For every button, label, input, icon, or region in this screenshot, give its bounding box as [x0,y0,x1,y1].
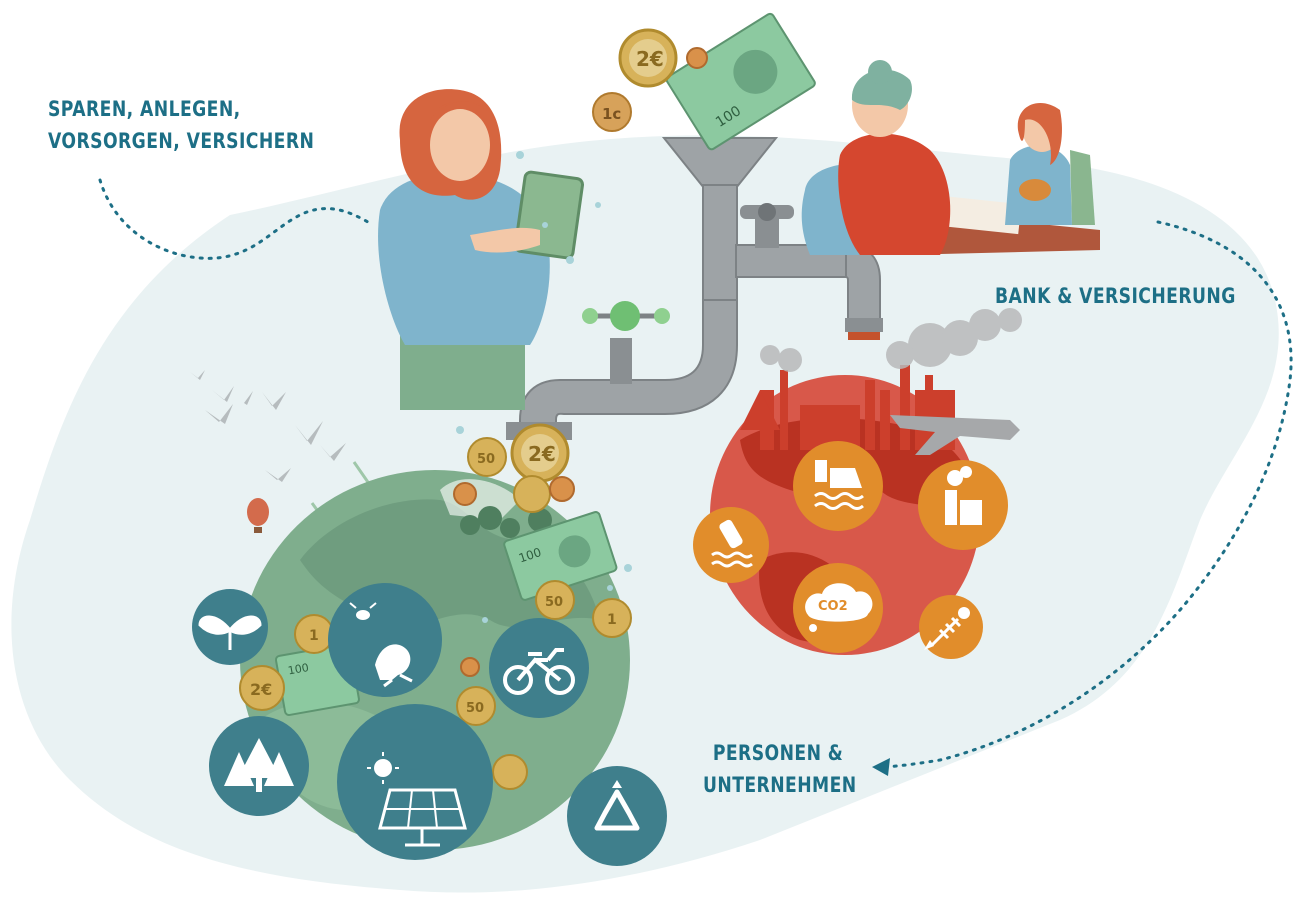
dotted-path-bank-to-persons [878,220,1293,769]
hot-air-balloon [247,498,269,533]
coin-50: 50 [456,686,496,726]
birds [190,370,346,482]
oil-spill-ship-icon [793,441,883,531]
svg-text:50: 50 [466,701,484,716]
banknote-top: 100 [665,12,816,151]
airplane [890,415,1020,455]
insect-frog-icon [328,583,442,697]
bicycle-icon [489,618,589,718]
banknote-value: 100 [517,545,543,565]
person-with-tablet [378,89,585,410]
label-savings: SPAREN, ANLEGEN, VORSORGEN, VERSICHERN [48,93,314,157]
co2-cloud-icon: CO2 [793,563,883,653]
arrowhead [872,758,890,776]
coin-small [686,47,708,69]
coin-2-euro: 2€ [618,28,678,88]
coin-2-euro-left: 2€ [239,665,285,711]
decorative-dots [456,151,632,623]
banknote-value: 100 [287,661,310,677]
co2-label: CO2 [818,599,848,614]
coin-small [549,476,575,502]
coin-1-cent: 1c [592,92,632,132]
leaf-sprout-icon [192,589,268,665]
coin-small [460,657,480,677]
coins: 2€ 1c 2€ 50 50 1 1 [239,28,708,790]
smoke-clouds [760,308,1022,372]
label-bank-text: BANK & VERSICHERUNG [995,284,1236,308]
svg-text:1c: 1c [602,105,621,123]
svg-text:1: 1 [607,612,617,628]
dotted-path-savings [98,178,370,260]
svg-text:2€: 2€ [528,442,556,466]
recycle-icon [567,766,667,866]
solar-panel-icon [337,704,493,860]
banknote-green-earth: 100 [503,511,618,601]
svg-text:2€: 2€ [636,47,664,71]
coin-1: 1 [592,598,632,638]
label-savings-line2: VORSORGEN, VERSICHERN [48,129,315,153]
svg-text:50: 50 [477,452,495,467]
svg-text:50: 50 [545,595,563,610]
coin [513,475,551,513]
coin-1: 1 [294,614,334,654]
plastic-bottle-icon [693,507,769,583]
coin-50: 50 [535,580,575,620]
green-valve-icon [610,301,640,331]
coin-50: 50 [467,437,507,477]
label-persons-line1: PERSONEN & [712,741,844,765]
coin-2-euro-tap: 2€ [510,423,570,483]
label-bank: BANK & VERSICHERUNG [995,280,1236,312]
svg-text:2€: 2€ [250,680,272,699]
label-persons-line2: UNTERNEHMEN [703,773,857,797]
bank-advisor-scene [801,60,1100,255]
coin [492,754,528,790]
pipe-system [506,137,883,440]
dead-fish-icon [919,595,983,659]
forest-icon [209,716,309,816]
factory-icon [918,460,1008,550]
label-savings-line1: SPAREN, ANLEGEN, [48,97,241,121]
coin-small [453,482,477,506]
svg-text:1: 1 [309,628,319,644]
label-persons: PERSONEN & UNTERNEHMEN [703,737,857,801]
